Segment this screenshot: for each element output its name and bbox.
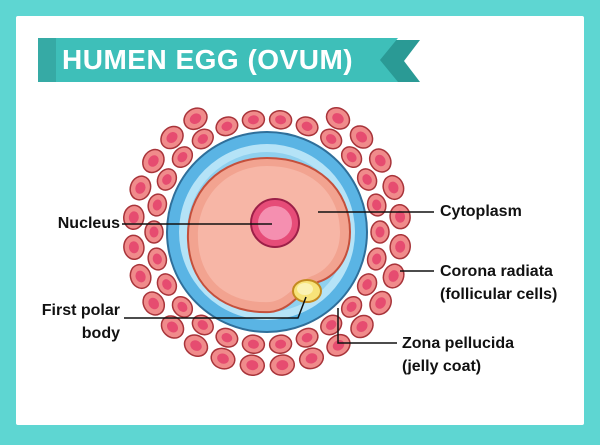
follicular-cell-nucleus [356, 320, 368, 333]
follicular-cell-nucleus [221, 333, 233, 343]
follicular-cell-nucleus [148, 155, 159, 167]
page-title: HUMEN EGG (OVUM) [62, 44, 354, 75]
follicular-cell-nucleus [355, 131, 368, 143]
follicular-cell-nucleus [166, 131, 178, 144]
label-polar-line2: body [81, 325, 120, 342]
polar-body-core [297, 283, 313, 295]
follicular-cell-nucleus [275, 339, 287, 349]
follicular-cell-nucleus [152, 199, 162, 211]
follicular-cell-nucleus [346, 301, 357, 312]
follicular-cell-nucleus [326, 320, 337, 330]
follicular-cell-nucleus [190, 340, 202, 351]
follicular-cell-nucleus [388, 181, 399, 194]
follicular-cell-nucleus [221, 121, 233, 131]
follicular-cell-nucleus [346, 152, 357, 163]
follicular-cell-nucleus [247, 339, 259, 349]
label-corona-line2: (follicular cells) [440, 286, 558, 303]
follicular-cell-nucleus [162, 174, 172, 185]
follicular-cell-nucleus [375, 226, 385, 238]
follicular-cell-nucleus [332, 113, 344, 124]
follicular-cell-nucleus [135, 270, 146, 283]
label-nucleus: Nucleus [57, 215, 120, 232]
follicular-cell-nucleus [177, 152, 188, 163]
follicular-cell-nucleus [217, 353, 229, 364]
follicular-cell-nucleus [247, 115, 259, 125]
follicular-cell-nucleus [305, 353, 318, 364]
follicular-cell-nucleus [301, 121, 313, 131]
follicular-cell-nucleus [166, 321, 179, 333]
follicular-cell-nucleus [128, 241, 139, 254]
follicular-cell-nucleus [135, 182, 146, 194]
follicular-cell-nucleus [395, 240, 406, 253]
label-zona-line2: (jelly coat) [402, 358, 482, 375]
follicular-cell-nucleus [128, 211, 139, 224]
follicular-cell-nucleus [374, 154, 386, 167]
follicular-cell-nucleus [149, 226, 159, 238]
label-polar-line1: First polar [41, 302, 120, 319]
banner-fold [38, 38, 56, 82]
follicular-cell-nucleus [275, 115, 287, 125]
follicular-cell-nucleus [395, 210, 406, 223]
follicular-cell-nucleus [372, 253, 382, 265]
follicular-cell-nucleus [177, 301, 188, 312]
follicular-cell-nucleus [197, 320, 208, 330]
follicular-cell-nucleus [197, 134, 208, 144]
label-corona-line1: Corona radiata [440, 263, 553, 280]
follicular-cell-nucleus [362, 279, 372, 290]
follicular-cell-nucleus [276, 360, 289, 371]
zona-leader [337, 308, 397, 344]
follicular-cell-nucleus [162, 279, 172, 290]
follicular-cell-nucleus [375, 297, 386, 309]
polar-body-leader [124, 296, 307, 319]
follicular-cell-nucleus [148, 297, 160, 310]
follicular-cell-nucleus [246, 360, 259, 371]
follicular-cell-nucleus [372, 199, 382, 211]
follicular-cell-nucleus [362, 174, 372, 185]
corona-radiata-cells [123, 107, 411, 376]
follicular-cell-nucleus [152, 253, 162, 265]
label-cytoplasm: Cytoplasm [440, 203, 522, 220]
label-zona-line1: Zona pellucida [402, 335, 515, 352]
follicular-cell-nucleus [388, 270, 399, 282]
follicular-cell-nucleus [301, 333, 313, 343]
banner-ribbon [38, 38, 398, 82]
follicular-cell-nucleus [326, 134, 337, 144]
nucleus-inner [258, 206, 292, 240]
follicular-cell-nucleus [189, 113, 202, 125]
